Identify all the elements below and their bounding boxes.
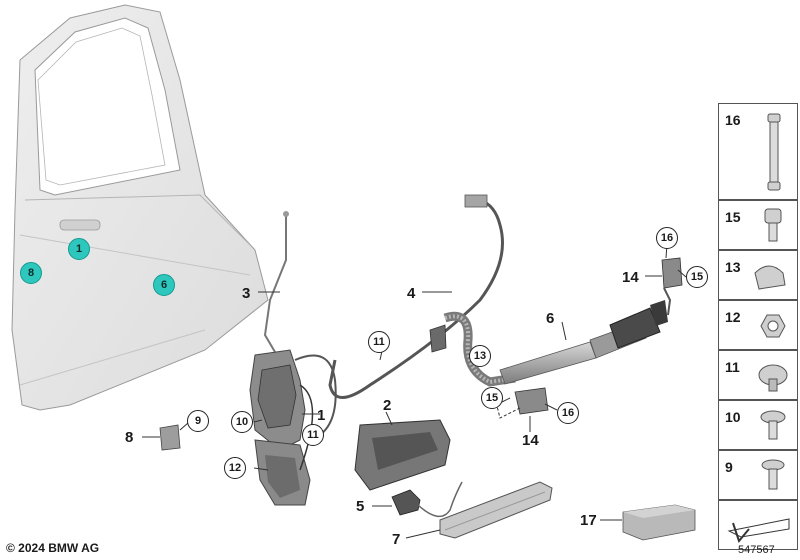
callout-17: 17 — [580, 512, 597, 529]
circled-callout-15-b: 15 — [481, 387, 503, 409]
hex-nut-icon — [760, 314, 786, 338]
copyright-text: © 2024 BMW AG — [6, 541, 100, 555]
side-cell-number: 12 — [725, 309, 741, 325]
rod-3 — [258, 211, 289, 353]
sleeve-clip-icon — [758, 364, 788, 392]
side-cell-12: 12 — [718, 300, 798, 350]
side-cell-11: 11 — [718, 350, 798, 400]
bowden-cable-4 — [328, 194, 504, 399]
callout-14-upper: 14 — [622, 269, 639, 286]
side-cell-13: 13 — [718, 250, 798, 300]
side-cell-number: 9 — [725, 459, 733, 475]
bracket-14-upper — [645, 257, 683, 316]
circled-callout-15-a: 15 — [686, 266, 708, 288]
highlighted-callout-1[interactable]: 1 — [68, 238, 90, 260]
side-cell-number: 15 — [725, 209, 741, 225]
fastener-side-panel: 16 15 13 12 11 10 — [718, 103, 798, 551]
clamp-icon — [754, 265, 786, 290]
handle-carrier-2 — [354, 411, 451, 491]
callout-3: 3 — [242, 285, 251, 302]
circled-callout-10: 10 — [231, 411, 253, 433]
highlighted-callout-6[interactable]: 6 — [153, 274, 175, 296]
part-5 — [372, 481, 463, 518]
stud-bolt-icon — [767, 113, 781, 191]
part-6-damper — [499, 300, 668, 385]
bracket-14-lower — [494, 387, 549, 432]
side-cell-15: 15 — [718, 200, 798, 250]
side-cell-10: 10 — [718, 400, 798, 450]
wiring-harness-13 — [429, 311, 516, 387]
circled-callout-16-b: 16 — [557, 402, 579, 424]
circled-callout-11-b: 11 — [302, 424, 324, 446]
circled-callout-12: 12 — [224, 457, 246, 479]
part-8-bracket — [142, 424, 181, 451]
highlighted-callout-8[interactable]: 8 — [20, 262, 42, 284]
side-cell-number: 16 — [725, 112, 741, 128]
side-cell-number: 11 — [725, 359, 740, 375]
side-cell-number: 10 — [725, 409, 741, 425]
callout-4: 4 — [407, 285, 416, 302]
rear-door-panel — [11, 4, 269, 411]
circled-callout-13: 13 — [469, 345, 491, 367]
callout-1: 1 — [317, 407, 326, 424]
part-17-box — [600, 504, 696, 541]
side-cell-16: 16 — [718, 103, 798, 200]
callout-5: 5 — [356, 498, 365, 515]
arrow-icon — [727, 518, 790, 544]
torx-screw-icon — [760, 410, 786, 440]
circled-callout-9: 9 — [187, 410, 209, 432]
screw-icon — [761, 459, 785, 490]
callout-2: 2 — [383, 397, 392, 414]
callout-8: 8 — [125, 429, 134, 446]
socket-screw-icon — [764, 208, 782, 242]
callout-6: 6 — [546, 310, 555, 327]
side-cell-arrow — [718, 500, 798, 550]
side-cell-9: 9 — [718, 450, 798, 500]
outer-handle-7 — [405, 481, 553, 539]
callout-7: 7 — [392, 531, 401, 548]
circled-callout-11-a: 11 — [368, 331, 390, 353]
callout-14-lower: 14 — [522, 432, 539, 449]
side-cell-number: 13 — [725, 259, 741, 275]
door-lock-assembly — [249, 349, 337, 506]
circled-callout-16-a: 16 — [656, 227, 678, 249]
diagram-number: 547567 — [738, 544, 775, 556]
